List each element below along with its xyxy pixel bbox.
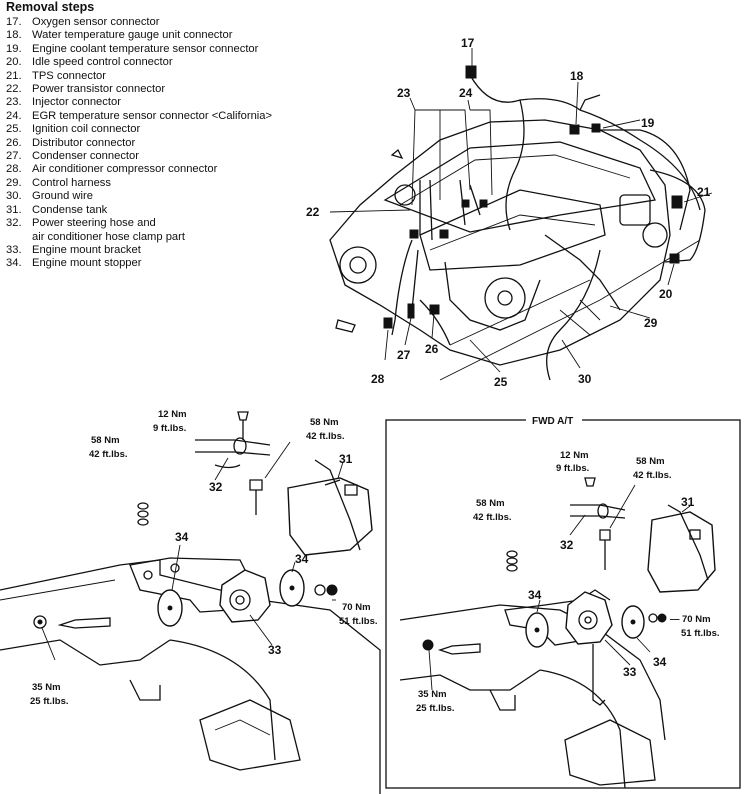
step-32-continued: air conditioner hose clamp part — [32, 230, 185, 243]
inset-torque-58a-ftlbs: 42 ft.lbs. — [633, 470, 672, 481]
inset-callout-33: 33 — [623, 665, 637, 679]
left-torque-12-nm: 12 Nm — [158, 409, 187, 420]
callout-23: 23 — [397, 86, 411, 100]
inset-torque-70-prefix: — — [670, 614, 680, 625]
inset-callout-34b: 34 — [653, 655, 667, 669]
step-17: 17.Oxygen sensor connector — [6, 16, 160, 28]
step-27: 27.Condenser connector — [6, 150, 139, 163]
step-21: 21.TPS connector — [6, 69, 106, 82]
step-34: 34.Engine mount stopper — [6, 257, 142, 270]
callout-21: 21 — [697, 185, 711, 199]
callout-19: 19 — [641, 116, 655, 130]
left-callout-33: 33 — [268, 643, 282, 657]
inset-torque-35-ftlbs: 25 ft.lbs. — [416, 703, 455, 714]
step-24: 24.EGR temperature sensor connector <Cal… — [6, 109, 273, 122]
callout-20: 20 — [659, 287, 673, 301]
left-callout-32: 32 — [209, 480, 223, 494]
inset-torque-70-nm: 70 Nm — [682, 614, 711, 625]
left-callout-31: 31 — [339, 452, 353, 466]
inset-torque-58b-ftlbs: 42 ft.lbs. — [473, 512, 512, 523]
step-31: 31.Condense tank — [6, 203, 108, 216]
step-18: 18.Water temperature gauge unit connecto… — [6, 29, 233, 42]
step-26: 26.Distributor connector — [6, 136, 136, 149]
step-23: 23.Injector connector — [6, 96, 121, 109]
inset-torque-12-nm: 12 Nm — [560, 450, 589, 461]
inset-callout-32: 32 — [560, 538, 574, 552]
removal-steps-title: Removal steps — [6, 0, 95, 14]
fwd-at-inset — [385, 413, 741, 789]
callout-30: 30 — [578, 372, 592, 386]
inset-torque-35-nm: 35 Nm — [418, 689, 447, 700]
inset-callout-31: 31 — [681, 495, 695, 509]
inset-title: FWD A/T — [532, 416, 573, 427]
step-29: 29.Control harness — [6, 176, 111, 189]
left-torque-58a-nm: 58 Nm — [91, 435, 120, 446]
inset-callout-34a: 34 — [528, 588, 542, 602]
left-torque-58b-ftlbs: 42 ft.lbs. — [306, 431, 345, 442]
left-torque-35-nm: 35 Nm — [32, 682, 61, 693]
left-torque-70-ftlbs: 51 ft.lbs. — [339, 616, 378, 627]
step-33: 33.Engine mount bracket — [6, 243, 141, 256]
step-30: 30.Ground wire — [6, 190, 93, 203]
step-20: 20.Idle speed control connector — [6, 56, 173, 69]
callout-17: 17 — [461, 36, 475, 50]
step-19: 19.Engine coolant temperature sensor con… — [6, 42, 259, 55]
left-torque-58a-ftlbs: 42 ft.lbs. — [89, 449, 128, 460]
left-callout-34a: 34 — [175, 530, 189, 544]
left-mount-drawing — [0, 411, 381, 794]
callout-27: 27 — [397, 348, 411, 362]
left-torque-12-ftlbs: 9 ft.lbs. — [153, 423, 186, 434]
left-torque-35-ftlbs: 25 ft.lbs. — [30, 696, 69, 707]
step-32: 32.Power steering hose and — [6, 217, 156, 230]
left-torque-58b-nm: 58 Nm — [310, 417, 339, 428]
inset-torque-58b-nm: 58 Nm — [476, 498, 505, 509]
step-22: 22.Power transistor connector — [6, 83, 166, 96]
inset-torque-12-ftlbs: 9 ft.lbs. — [556, 463, 589, 474]
callout-22: 22 — [306, 205, 320, 219]
callout-24: 24 — [459, 86, 473, 100]
step-25: 25.Ignition coil connector — [6, 123, 141, 136]
step-28: 28.Air conditioner compressor connector — [6, 163, 218, 176]
engine-drawing — [329, 48, 713, 381]
callout-29: 29 — [644, 316, 658, 330]
callout-18: 18 — [570, 69, 584, 83]
callout-25: 25 — [494, 375, 508, 389]
callout-26: 26 — [425, 342, 439, 356]
left-callout-34b: 34 — [295, 552, 309, 566]
inset-torque-58a-nm: 58 Nm — [636, 456, 665, 467]
callout-28: 28 — [371, 372, 385, 386]
inset-torque-70-ftlbs: 51 ft.lbs. — [681, 628, 720, 639]
left-torque-70-nm: 70 Nm — [342, 602, 371, 613]
removal-steps-list: 17.Oxygen sensor connector 18.Water temp… — [6, 16, 272, 271]
